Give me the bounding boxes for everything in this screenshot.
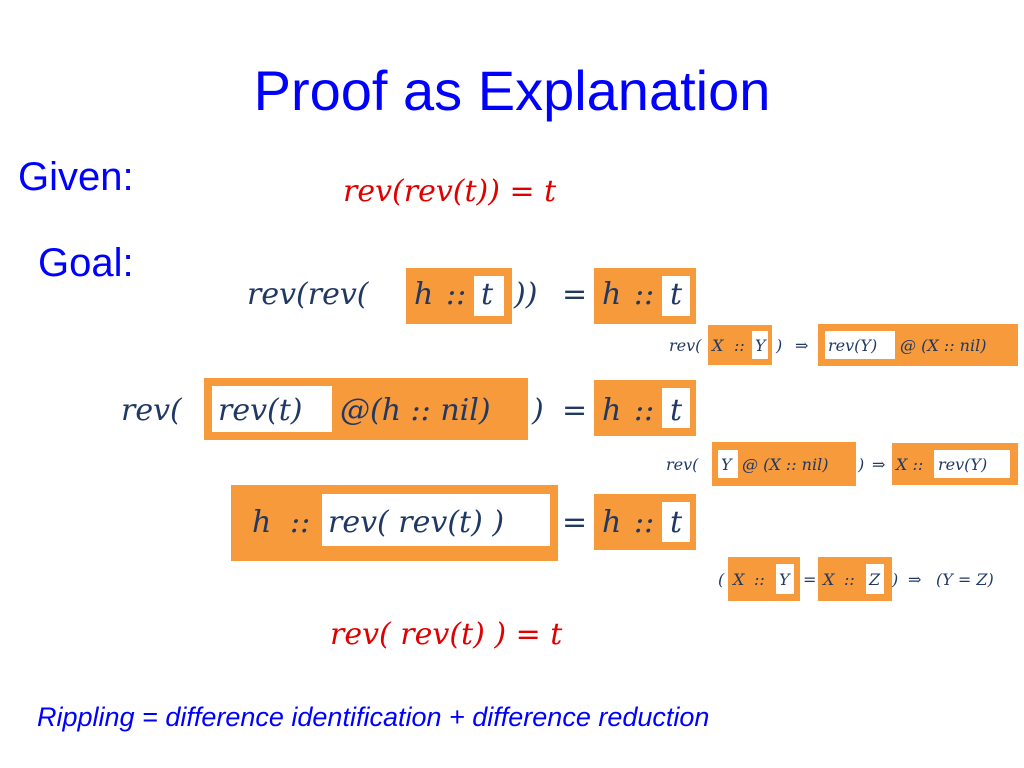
rule3-X: X <box>733 570 745 589</box>
goal-equals: = <box>562 277 588 312</box>
rule1-X: X <box>712 336 724 355</box>
rule3-open: ( <box>718 570 725 589</box>
goal-lhs-hole-box <box>474 276 504 316</box>
footer-note: Rippling = difference identification + d… <box>37 702 710 732</box>
rule2-X-cons: X :: <box>896 455 924 474</box>
rule1-rev-Y: rev(Y) <box>828 336 878 355</box>
goal-h: h <box>414 277 434 312</box>
step3-rhs-hole-box <box>662 502 690 542</box>
goal-cons: :: <box>446 277 467 312</box>
slide-title: Proof as Explanation <box>253 59 771 122</box>
rule3-cons: :: <box>754 570 765 589</box>
rule3-equals: = <box>803 570 817 589</box>
goal-rhs-h: h <box>602 277 622 312</box>
rule2-rev-Y: rev(Y) <box>938 455 988 474</box>
rule2-lhs-post: ) <box>858 455 865 474</box>
step3-inner: rev( rev(t) ) <box>328 505 505 540</box>
given-label: Given: <box>18 155 134 199</box>
step2-equals: = <box>562 393 588 428</box>
rule3-Y: Y <box>779 570 790 589</box>
rule3-rhs-hole-box <box>866 564 884 594</box>
rule2-rhs-hole-box <box>934 450 1010 478</box>
step2-post: ) <box>532 393 544 428</box>
rule2-lhs-hole-box <box>718 450 738 478</box>
step2-rhs-hole-box <box>662 388 690 428</box>
rule2-arrow: ⇒ <box>872 455 886 474</box>
step3-rhs-h: h <box>602 505 622 540</box>
rule3-cons2: :: <box>844 570 855 589</box>
step3-cons: :: <box>290 505 311 540</box>
rule1-rest: @ (X :: nil) <box>900 336 987 355</box>
step2-rhs-h: h <box>602 393 622 428</box>
final-equation: rev( rev(t) ) = t <box>330 617 563 652</box>
goal-rhs-hole-box <box>662 276 690 316</box>
step2-rhs-cons: :: <box>634 393 655 428</box>
step3-equals: = <box>562 505 588 540</box>
step2-mid: @(h :: nil) <box>340 393 491 428</box>
rule1-rhs-hole-box <box>825 331 895 359</box>
rule2-Y: Y <box>721 455 732 474</box>
given-equation: rev(rev(t)) = t <box>343 174 557 209</box>
rule3-lhs-hole-box <box>776 564 794 594</box>
rule3-X2: X <box>823 570 835 589</box>
step2-pre: rev( <box>121 393 182 428</box>
rule1-lhs-post: ) <box>776 336 783 355</box>
goal-post: )) <box>514 277 538 312</box>
rule3-close: ) <box>892 570 899 589</box>
goal-pre: rev(rev( <box>247 277 369 312</box>
rule1-arrow: ⇒ <box>795 336 809 355</box>
step3-rhs-cons: :: <box>634 505 655 540</box>
rule1-Y: Y <box>755 336 766 355</box>
rule3-result: (Y = Z) <box>936 570 994 589</box>
rule1-lhs-pre: rev( <box>669 336 702 355</box>
rule2-lhs-pre: rev( <box>666 455 699 474</box>
step2-lhs-hole-box <box>212 386 332 432</box>
step2-rev-t: rev(t) <box>218 393 303 428</box>
goal-label: Goal: <box>38 241 134 285</box>
rule1-cons: :: <box>734 336 745 355</box>
rule3-Z: Z <box>869 570 881 589</box>
rule2-rest: @ (X :: nil) <box>742 455 829 474</box>
rule1-lhs-hole-box <box>752 331 768 359</box>
rule3-arrow: ⇒ <box>908 570 922 589</box>
step2-rhs-t: t <box>670 393 683 428</box>
goal-rhs-t: t <box>670 277 683 312</box>
step3-rhs-t: t <box>670 505 683 540</box>
goal-t: t <box>481 277 494 312</box>
step3-lhs-hole-box <box>322 494 550 546</box>
step3-h: h <box>252 505 272 540</box>
goal-rhs-cons: :: <box>634 277 655 312</box>
